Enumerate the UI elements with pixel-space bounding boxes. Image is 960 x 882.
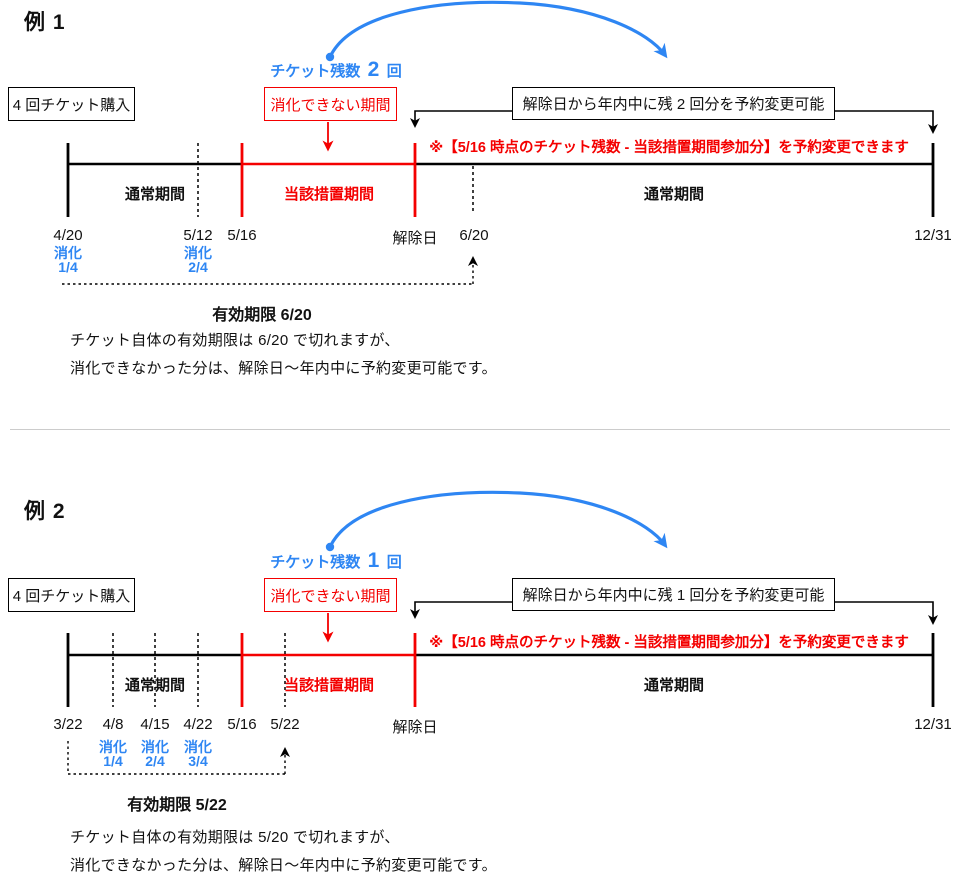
ex2-body-line1: チケット自体の有効期限は 5/20 で切れますが、 [70, 829, 400, 846]
ex2-date-7: 12/31 [914, 716, 952, 733]
ex2-consumed-1: 消化 1/4 [99, 739, 127, 769]
ex2-consumed-3: 消化 3/4 [184, 739, 212, 769]
ex1-date-release: 解除日 [392, 230, 438, 247]
ex2-blue-arc [325, 490, 668, 552]
ex2-period-measure: 当該措置期間 [283, 677, 374, 694]
ex2-remaining-count: チケット残数 1 回 [236, 549, 436, 573]
ex2-purchase-box: 4 回チケット購入 [8, 578, 135, 612]
ex1-consumed-2: 消化 2/4 [184, 245, 212, 275]
ex1-period-measure: 当該措置期間 [283, 186, 374, 203]
ex2-date-6: 5/22 [270, 716, 300, 733]
ex1-remaining-count: チケット残数 2 回 [236, 58, 436, 82]
ex2-remaining-label: チケット残数 [270, 554, 361, 571]
ex2-date-2: 4/8 [102, 716, 124, 733]
ex2-remaining-unit: 回 [386, 554, 402, 571]
ex2-body-line2: 消化できなかった分は、解除日〜年内中に予約変更可能です。 [70, 857, 497, 874]
ex1-validity-bracket [62, 256, 478, 285]
ex2-reschedule-label: 解除日から年内中に残 1 回分を予約変更可能 [522, 587, 825, 604]
ex1-remaining-label: チケット残数 [270, 63, 361, 80]
ex1-body-line1: チケット自体の有効期限は 6/20 で切れますが、 [70, 332, 400, 349]
ex1-blocked-period-box: 消化できない期間 [264, 87, 397, 121]
section-divider [10, 429, 950, 430]
ex2-date-release: 解除日 [392, 719, 438, 736]
ex1-date-5: 12/31 [914, 227, 952, 244]
ex1-expiry-label: 有効期限 6/20 [212, 307, 312, 324]
ex1-purchase-box: 4 回チケット購入 [8, 87, 135, 121]
ex1-body-line2: 消化できなかった分は、解除日〜年内中に予約変更可能です。 [70, 360, 497, 377]
ex2-period-normal-left: 通常期間 [124, 677, 185, 694]
ex1-blue-arc [325, 0, 668, 62]
ex1-date-3: 5/16 [227, 227, 257, 244]
example2-title: 例 2 [24, 500, 66, 523]
ex1-remaining-unit: 回 [386, 63, 402, 80]
ex2-period-normal-right: 通常期間 [643, 677, 704, 694]
ex1-purchase-label: 4 回チケット購入 [12, 96, 131, 114]
ex1-date-1: 4/20 [53, 227, 83, 244]
ex2-blocked-period-box: 消化できない期間 [264, 578, 397, 612]
ex2-blocked-period-label: 消化できない期間 [270, 587, 391, 605]
ex2-date-3: 4/15 [140, 716, 170, 733]
ex1-remaining-number: 2 [367, 58, 380, 81]
ex1-blocked-period-label: 消化できない期間 [270, 96, 391, 114]
ex2-expiry-label: 有効期限 5/22 [127, 797, 227, 814]
ex2-date-4: 4/22 [183, 716, 213, 733]
ex1-reschedule-box: 解除日から年内中に残 2 回分を予約変更可能 [512, 87, 835, 120]
ex2-reschedule-box: 解除日から年内中に残 1 回分を予約変更可能 [512, 578, 835, 611]
ex2-date-1: 3/22 [53, 716, 83, 733]
ex2-consumed-2: 消化 2/4 [141, 739, 169, 769]
ex1-reschedule-label: 解除日から年内中に残 2 回分を予約変更可能 [522, 96, 825, 113]
ex1-period-normal-right: 通常期間 [643, 186, 704, 203]
example1-title: 例 1 [24, 11, 66, 34]
ex1-consumed-1: 消化 1/4 [54, 245, 82, 275]
ex1-date-4: 6/20 [459, 227, 489, 244]
ex1-date-2: 5/12 [183, 227, 213, 244]
ex2-date-5: 5/16 [227, 716, 257, 733]
ex1-period-normal-left: 通常期間 [124, 186, 185, 203]
ex1-red-note: ※【5/16 時点のチケット残数 - 当該措置期間参加分】を予約変更できます [429, 140, 909, 156]
ex2-purchase-label: 4 回チケット購入 [12, 587, 131, 605]
ex2-remaining-number: 1 [367, 549, 380, 572]
ex2-red-note: ※【5/16 時点のチケット残数 - 当該措置期間参加分】を予約変更できます [429, 635, 909, 651]
